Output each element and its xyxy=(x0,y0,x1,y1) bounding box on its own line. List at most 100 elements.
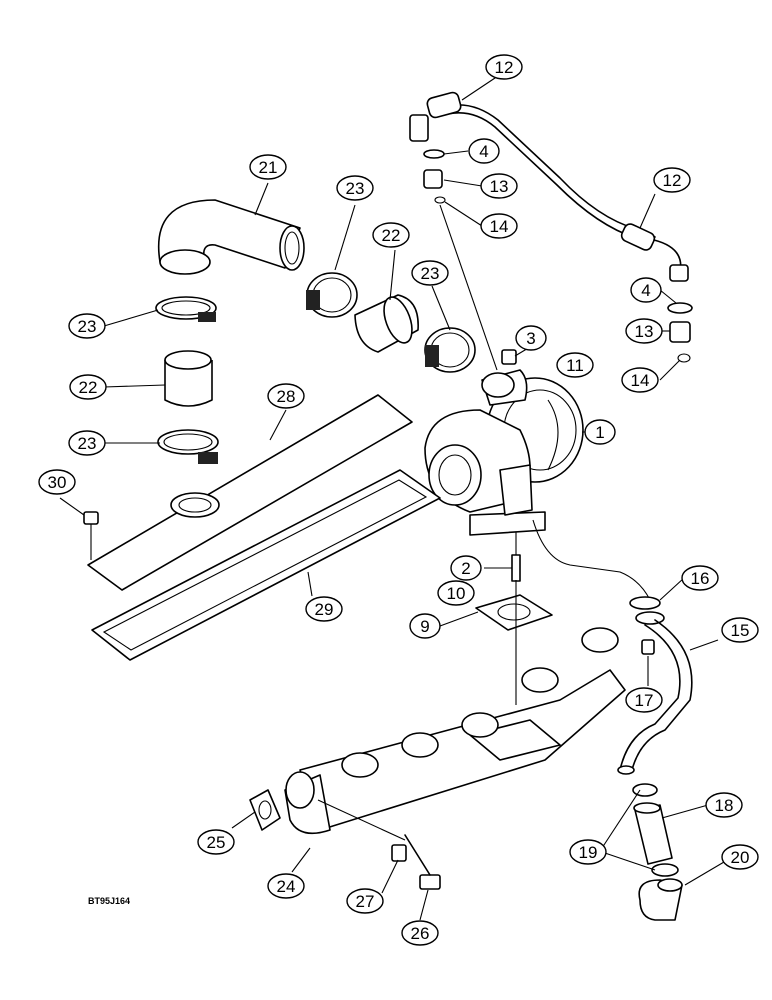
callout-label: 18 xyxy=(715,796,734,815)
callout-bubble xyxy=(38,469,76,495)
stud-2 xyxy=(511,554,521,582)
callout-bubble xyxy=(197,829,235,855)
washer-4a xyxy=(423,149,445,159)
callout-bubble xyxy=(705,792,743,818)
flange-16 xyxy=(635,611,665,625)
callout-label: 30 xyxy=(48,473,67,492)
callout-bubble xyxy=(450,555,482,581)
callout-label: 19 xyxy=(579,843,598,862)
callout-bubble xyxy=(336,175,374,201)
callout-label: 9 xyxy=(420,617,429,636)
callout-bubble xyxy=(681,565,719,591)
callout-bubble xyxy=(480,213,518,239)
callout-label: 28 xyxy=(277,387,296,406)
callout-25: 25 xyxy=(197,829,235,855)
callout-21: 21 xyxy=(249,154,287,180)
callout-bubble xyxy=(346,888,384,914)
callout-label: 13 xyxy=(490,177,509,196)
callout-10: 10 xyxy=(437,580,475,606)
callout-label: 20 xyxy=(731,848,750,867)
callout-3: 3 xyxy=(515,325,547,351)
callout-bubble xyxy=(468,138,500,164)
callout-13: 13 xyxy=(625,318,663,344)
callout-20: 20 xyxy=(721,844,759,870)
callout-17: 17 xyxy=(625,687,663,713)
bolt-17 xyxy=(641,639,655,655)
callout-bubble xyxy=(249,154,287,180)
callout-bubble xyxy=(68,430,106,456)
manifold-cover-28 xyxy=(87,394,413,591)
oring-14b xyxy=(677,353,691,363)
hose-clamp-23c xyxy=(424,327,476,373)
fitting-13a xyxy=(423,169,443,189)
callout-12: 12 xyxy=(485,54,523,80)
callout-label: 21 xyxy=(259,158,278,177)
callout-23: 23 xyxy=(336,175,374,201)
figure-reference-code: BT95J164 xyxy=(88,896,130,906)
elbow-hose-20 xyxy=(638,878,683,921)
callout-label: 2 xyxy=(461,559,470,578)
callout-label: 12 xyxy=(663,171,682,190)
callout-label: 27 xyxy=(356,892,375,911)
callout-label: 4 xyxy=(479,142,488,161)
callout-label: 24 xyxy=(277,877,296,896)
callout-4: 4 xyxy=(630,277,662,303)
callout-bubble xyxy=(372,222,410,248)
hose-sleeve-22a xyxy=(354,294,419,353)
hose-clamp-23d xyxy=(157,429,219,464)
callout-label: 1 xyxy=(595,423,604,442)
callout-15: 15 xyxy=(721,617,759,643)
hose-clamp-19a xyxy=(632,783,658,797)
callout-22: 22 xyxy=(69,374,107,400)
callout-label: 23 xyxy=(346,179,365,198)
callout-bubble xyxy=(515,325,547,351)
callout-27: 27 xyxy=(346,888,384,914)
callout-1: 1 xyxy=(584,419,616,445)
elbow-pipe-21 xyxy=(158,199,305,275)
manifold-gasket-29 xyxy=(91,469,441,661)
callout-label: 22 xyxy=(382,226,401,245)
callout-label: 3 xyxy=(526,329,535,348)
callout-label: 25 xyxy=(207,833,226,852)
callout-label: 15 xyxy=(731,621,750,640)
callout-bubble xyxy=(305,596,343,622)
callout-bubble xyxy=(556,352,594,378)
callout-label: 11 xyxy=(566,356,584,375)
callout-label: 16 xyxy=(691,569,710,588)
callout-30: 30 xyxy=(38,469,76,495)
callout-bubble xyxy=(267,873,305,899)
callout-28: 28 xyxy=(267,383,305,409)
gasket-25 xyxy=(249,789,281,831)
callout-11: 11 xyxy=(556,352,594,378)
callout-label: 13 xyxy=(635,322,654,341)
hose-clamp-23b xyxy=(155,296,217,322)
hose-clamp-23a xyxy=(306,272,358,318)
callout-23: 23 xyxy=(411,260,449,286)
callout-bubble xyxy=(409,613,441,639)
callout-bubble xyxy=(630,277,662,303)
callout-bubble xyxy=(653,167,691,193)
callout-2: 2 xyxy=(450,555,482,581)
turbocharger-1 xyxy=(424,369,584,536)
callout-22: 22 xyxy=(372,222,410,248)
callout-19: 19 xyxy=(569,839,607,865)
callout-bubble xyxy=(569,839,607,865)
washer-4b xyxy=(667,302,693,314)
hose-18 xyxy=(633,802,673,865)
exhaust-manifold xyxy=(299,627,626,831)
exhaust-gasket-9 xyxy=(475,594,553,631)
callout-label: 23 xyxy=(421,264,440,283)
callout-bubble xyxy=(411,260,449,286)
oil-return-tube-15 xyxy=(617,619,693,775)
callout-label: 4 xyxy=(641,281,650,300)
leader-lines xyxy=(59,71,725,921)
callout-12: 12 xyxy=(653,167,691,193)
callout-bubble xyxy=(721,844,759,870)
oil-tube-12 xyxy=(409,91,689,282)
callout-9: 9 xyxy=(409,613,441,639)
callout-26: 26 xyxy=(401,920,439,946)
callout-label: 23 xyxy=(78,434,97,453)
callout-bubble xyxy=(621,367,659,393)
